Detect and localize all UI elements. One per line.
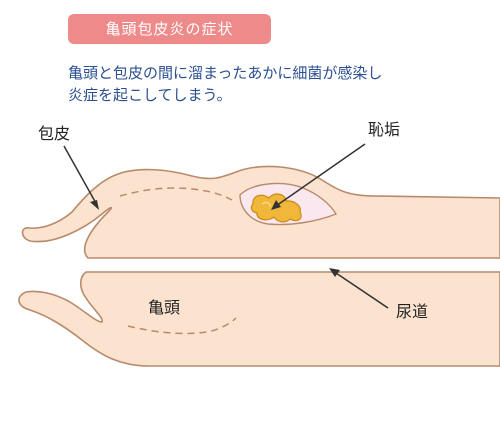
label-urethra: 尿道 [396, 302, 429, 321]
description-line-2: 炎症を起こしてしまう。 [68, 86, 232, 104]
smegma-pointer-line [275, 143, 366, 207]
label-smegma: 恥垢 [368, 120, 401, 139]
glans-contour-lower [127, 317, 237, 335]
description-line-1: 亀頭と包皮の間に溜まったあかに細菌が感染し [68, 64, 383, 82]
urethra-pointer-arrowhead [329, 268, 340, 277]
title-badge: 亀頭包皮炎の症状 [68, 14, 271, 44]
smegma-pointer-arrowhead [271, 200, 281, 210]
foreskin-pointer-line [63, 145, 98, 206]
description-text: 亀頭と包皮の間に溜まったあかに細菌が感染し 炎症を起こしてしまう。 [68, 62, 488, 106]
foreskin-pointer-arrowhead [90, 200, 99, 210]
smegma-highlight [261, 201, 271, 208]
label-foreskin: 包皮 [38, 124, 71, 143]
urethra-pointer-line [332, 270, 389, 309]
page-title: 亀頭包皮炎の症状 [105, 20, 234, 38]
lower-glans-shape [18, 271, 500, 367]
label-glans: 亀頭 [148, 298, 181, 317]
